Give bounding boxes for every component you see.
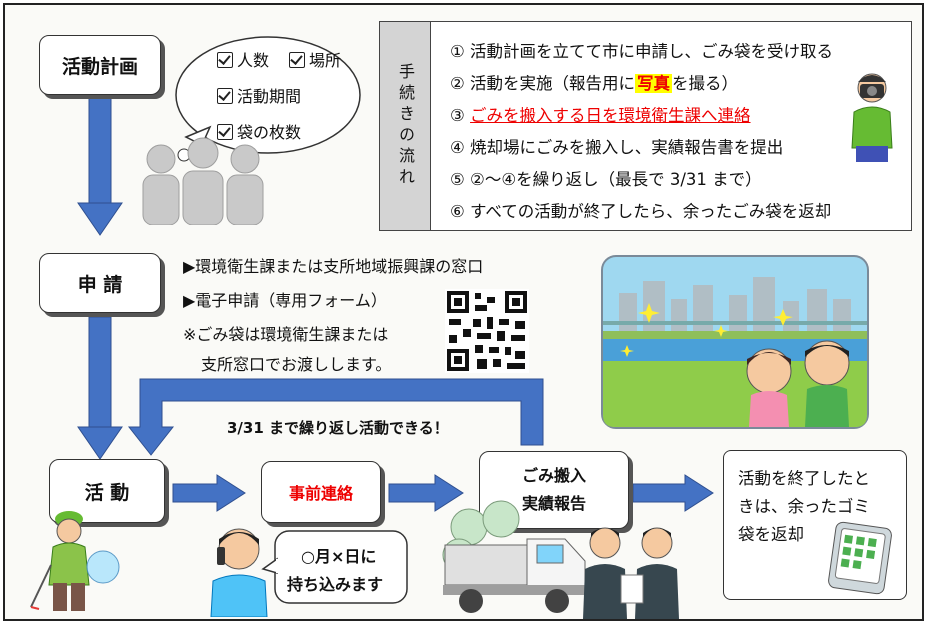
arrow-notify-to-carry xyxy=(388,474,464,512)
repeat-label: 3/31 まで繰り返し活動できる！ xyxy=(227,419,449,437)
apply-info-line1: ▶環境衛生課または支所地域振興課の窓口 xyxy=(183,257,484,276)
procedure-step-1: ① 活動計画を立てて市に申請し、ごみ袋を受け取る xyxy=(450,42,834,61)
arrow-plan-to-apply-head xyxy=(77,202,123,236)
qr-code-icon[interactable] xyxy=(445,289,529,373)
procedure-step-2: ② 活動を実施（報告用に写真を撮る） xyxy=(450,74,739,93)
carry-box-line2: 実績報告 xyxy=(521,494,586,513)
phone-bubble xyxy=(261,530,408,604)
end-line-1: 活動を終了したと xyxy=(738,469,870,488)
arrow-plan-to-apply-shaft xyxy=(88,92,112,206)
apply-info-note2: 支所窓口でお渡しします。 xyxy=(201,355,392,374)
procedure-step-5: ⑤ ②～④を繰り返し（最長で 3/31 まで） xyxy=(450,170,762,189)
carry-box-line1: ごみ搬入 xyxy=(521,466,586,485)
scenery-illustration xyxy=(601,255,869,429)
tablet-icon xyxy=(828,521,892,595)
garbage-picker-icon xyxy=(30,511,120,611)
arrow-apply-to-activity-shaft xyxy=(88,316,112,430)
checkbox-icon xyxy=(217,88,233,104)
people-silhouette-icon xyxy=(142,137,264,225)
activity-box-label: 活 動 xyxy=(84,481,130,504)
business-people-icon xyxy=(583,527,679,619)
apply-box: 申 請 xyxy=(39,253,161,313)
checkbox-icon xyxy=(289,52,305,68)
end-line-3: 袋を返却 xyxy=(738,525,804,544)
arrow-carry-to-end xyxy=(632,474,714,512)
arrow-apply-to-activity-head xyxy=(77,426,123,460)
procedure-header: 手続きの流れ xyxy=(380,22,431,230)
notify-box-label: 事前連絡 xyxy=(288,484,353,503)
apply-info-note1: ※ごみ袋は環境衛生課または xyxy=(183,325,389,344)
checkbox-icon xyxy=(217,124,233,140)
apply-info-line2: ▶電子申請（専用フォーム） xyxy=(183,291,387,310)
apply-box-label: 申 請 xyxy=(77,273,123,296)
flow-arrows xyxy=(77,92,714,512)
truck-icon xyxy=(442,500,587,613)
bubble-item-ninzu: 人数 xyxy=(217,47,269,71)
bubble-item-basho: 場所 xyxy=(289,47,341,71)
procedure-step-3: ③ ごみを搬入する日を環境衛生課へ連絡 xyxy=(450,106,751,125)
notify-box: 事前連絡 xyxy=(261,461,381,523)
plan-box-label: 活動計画 xyxy=(61,55,138,78)
arrow-repeat-loop xyxy=(127,378,544,456)
camera-person-icon xyxy=(851,73,893,162)
diagram-frame: 活動計画 申 請 活 動 事前連絡 ごみ搬入 実績報告 活動を終了したと きは、… xyxy=(3,3,924,621)
phone-bubble-line1: ○月×日に xyxy=(301,547,377,566)
phone-person-icon xyxy=(210,528,268,617)
procedure-step-4: ④ 焼却場にごみを搬入し、実績報告書を提出 xyxy=(450,138,784,157)
procedure-panel: 手続きの流れ ① 活動計画を立てて市に申請し、ごみ袋を受け取る ② 活動を実施（… xyxy=(379,21,912,231)
bubble-item-fukuro: 袋の枚数 xyxy=(217,119,301,143)
plan-box: 活動計画 xyxy=(39,35,161,95)
arrow-activity-to-notify xyxy=(172,474,246,512)
phone-bubble-line2: 持ち込みます xyxy=(287,575,384,594)
bubble-item-kikan: 活動期間 xyxy=(217,83,301,107)
procedure-step-6: ⑥ すべての活動が終了したら、余ったごみ袋を返却 xyxy=(450,202,832,221)
photo-highlight: 写真 xyxy=(635,74,673,93)
checkbox-icon xyxy=(217,52,233,68)
end-line-2: きは、余ったゴミ xyxy=(738,497,870,516)
end-box: 活動を終了したと きは、余ったゴミ 袋を返却 xyxy=(723,450,907,600)
